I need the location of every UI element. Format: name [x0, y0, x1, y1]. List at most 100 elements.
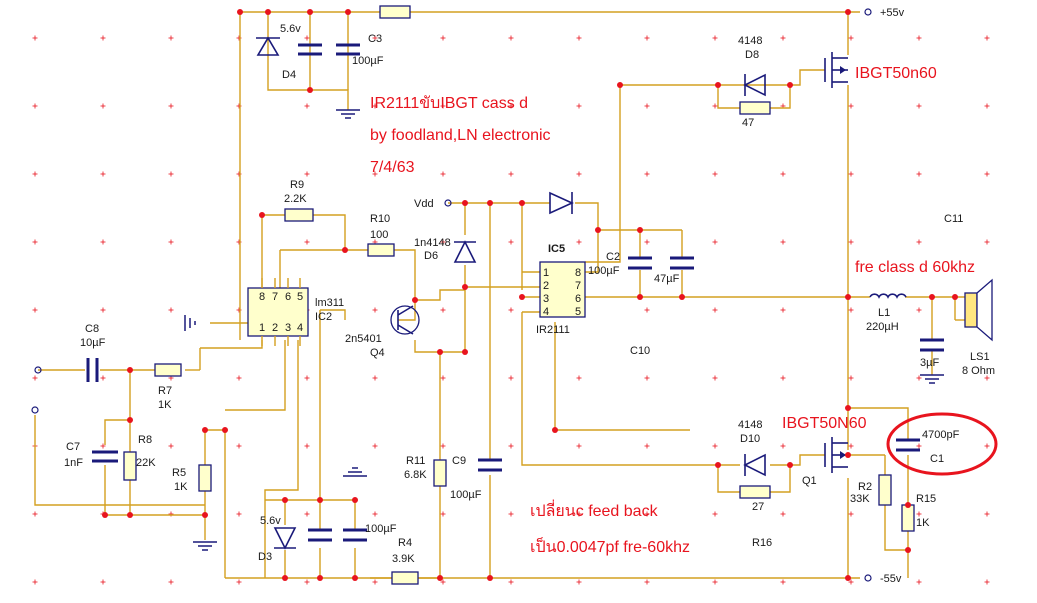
- neg-terminal: [864, 574, 872, 582]
- r15-value: 1K: [916, 517, 930, 529]
- junction-dot: [845, 9, 851, 15]
- c8-ref: C8: [85, 323, 99, 335]
- resistor-r7: [154, 363, 182, 377]
- d4-ref: D4: [282, 69, 296, 81]
- junction-dot: [952, 294, 958, 300]
- junction-dot: [595, 227, 601, 233]
- junction-dot: [552, 427, 558, 433]
- ic2-name: lm311: [315, 297, 344, 309]
- l1-value: 220µH: [866, 321, 899, 333]
- r9-ref: R9: [290, 179, 304, 191]
- junction-dot: [519, 200, 525, 206]
- resistor-top: [379, 5, 411, 19]
- junction-dot: [412, 297, 418, 303]
- ground-out: [920, 374, 944, 384]
- title-line2: by foodland,LN electronic: [370, 127, 551, 144]
- junction-dot: [905, 502, 911, 508]
- freq-label: fre class d 60khz: [855, 259, 975, 276]
- r15-ref: R15: [916, 493, 936, 505]
- ic5-pin-5: 5: [575, 306, 581, 318]
- resistor-r5: [198, 464, 212, 492]
- junction-dots: [102, 9, 958, 581]
- junction-dot: [715, 462, 721, 468]
- ic2-pin-4: 4: [297, 322, 303, 334]
- ic5-pin-8: 8: [575, 267, 581, 279]
- highlight-circle: [886, 412, 998, 476]
- ic5-ref: IC5: [548, 243, 565, 255]
- junction-dot: [127, 367, 133, 373]
- vdd-label: Vdd: [414, 198, 434, 210]
- ls1-value: 8 Ohm: [962, 365, 995, 377]
- speaker-ls1: [964, 278, 993, 342]
- d10-ref: D10: [740, 433, 760, 445]
- igbt-bottom-label: IBGT50N60: [782, 415, 867, 432]
- junction-dot: [342, 247, 348, 253]
- junction-dot: [307, 9, 313, 15]
- junction-dot: [905, 547, 911, 553]
- q4-type: 2n5401: [345, 333, 382, 345]
- junction-dot: [437, 575, 443, 581]
- c11-ref: C11: [944, 213, 963, 225]
- d6-ref: D6: [424, 250, 438, 262]
- ic2-pin-2: 2: [272, 322, 278, 334]
- junction-dot: [352, 497, 358, 503]
- junction-dot: [462, 349, 468, 355]
- ic2-pin-7: 7: [272, 291, 278, 303]
- c2-value: 100µF: [588, 265, 620, 277]
- junction-dot: [679, 294, 685, 300]
- input-terminal-2: [31, 406, 39, 414]
- diode-boot: [549, 191, 574, 215]
- pos-rail-label: +55v: [880, 7, 905, 19]
- input-terminal: [34, 366, 42, 374]
- r-d8-value: 47: [742, 117, 754, 129]
- junction-dot: [222, 427, 228, 433]
- ic5-pin-2: 2: [543, 280, 549, 292]
- r16-ref: R16: [752, 537, 772, 549]
- diode-d6: [453, 240, 477, 263]
- igbt-top-label: IBGT50n60: [855, 65, 937, 82]
- junction-dot: [637, 294, 643, 300]
- diode-d10: [743, 453, 766, 477]
- junction-dot: [437, 349, 443, 355]
- junction-dot: [845, 405, 851, 411]
- ic5-ir2111: [539, 261, 586, 318]
- junction-dot: [102, 512, 108, 518]
- c1-value: 4700pF: [922, 429, 960, 441]
- junction-dot: [202, 427, 208, 433]
- ic5-pin-1: 1: [543, 267, 549, 279]
- resistor-r2: [878, 474, 892, 506]
- junction-dot: [845, 294, 851, 300]
- junction-dot: [127, 417, 133, 423]
- q1-ref: Q1: [802, 475, 817, 487]
- c9-ref: C9: [452, 455, 466, 467]
- neg-rail-label: -55v: [880, 573, 902, 585]
- igbt-bottom: [824, 437, 848, 473]
- c3-value: 100µF: [352, 55, 384, 67]
- d8-ref: D8: [745, 49, 759, 61]
- r7-ref: R7: [158, 385, 172, 397]
- note-line1: เปลี่ยนc feed back: [530, 499, 659, 520]
- resistor-r9: [284, 208, 314, 222]
- junction-dot: [637, 227, 643, 233]
- r4-ref: R4: [398, 537, 412, 549]
- r9-value: 2.2K: [284, 193, 307, 205]
- ground-r5: [193, 541, 217, 551]
- d3-ref: D3: [258, 551, 272, 563]
- r11-value: 6.8K: [404, 469, 427, 481]
- q4-ref: Q4: [370, 347, 385, 359]
- igbt-top: [824, 52, 848, 88]
- zener-d3: [273, 527, 297, 550]
- junction-dot: [352, 575, 358, 581]
- zener-d4: [256, 36, 280, 56]
- junction-dot: [282, 575, 288, 581]
- junction-dot: [127, 512, 133, 518]
- resistor-r15: [901, 504, 915, 532]
- ic2-pin-1: 1: [259, 322, 265, 334]
- junction-dot: [202, 512, 208, 518]
- junction-dot: [487, 200, 493, 206]
- vdd-terminal: [444, 199, 452, 207]
- resistor-r10: [367, 243, 395, 257]
- c8-value: 10µF: [80, 337, 106, 349]
- junction-dot: [787, 462, 793, 468]
- ic5-pin-6: 6: [575, 293, 581, 305]
